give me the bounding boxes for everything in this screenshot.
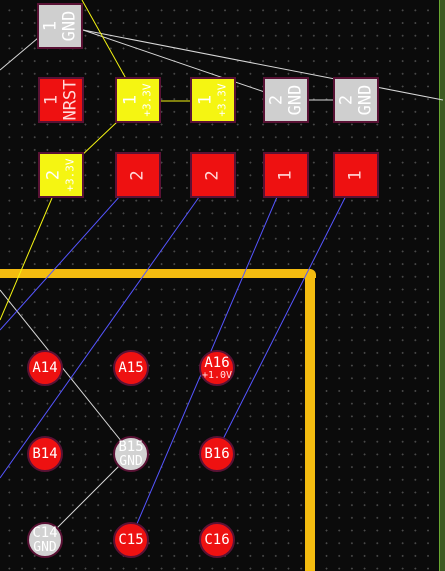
ball-net: GND [33, 540, 57, 555]
pad-number: 1 [345, 169, 366, 181]
pad-net: +3.3V [141, 83, 154, 117]
ratsnest-gnd-1 [0, 37, 39, 71]
pad-number: 1 [196, 94, 216, 106]
ratsnest-sig-1 [0, 175, 139, 331]
pad-number: 2 [336, 94, 356, 106]
pad-net: GND [355, 84, 375, 116]
pad-net: +3.3V [216, 83, 229, 117]
pad-red-2a[interactable]: 2 [115, 152, 161, 198]
pad-number: 2 [266, 94, 286, 106]
ratsnest-sig-4 [214, 175, 357, 456]
pad-net: +3.3V [64, 158, 77, 192]
pad-net: NRST [59, 79, 80, 121]
bga-ball-a14[interactable]: A14 [27, 350, 63, 386]
ball-net: GND [119, 454, 143, 469]
ratsnest-gnd-5 [0, 289, 131, 453]
board-edge [439, 0, 445, 571]
ball-name: C15 [118, 532, 144, 548]
bga-ball-b15[interactable]: B15 GND [113, 436, 149, 472]
bga-ball-b16[interactable]: B16 [199, 436, 235, 472]
pad-number: 1 [40, 94, 61, 106]
bga-ball-c16[interactable]: C16 [199, 522, 235, 558]
component-courtyard-top [0, 269, 316, 278]
pad-number: 2 [127, 169, 148, 181]
pad-3v3-b[interactable]: 1+3.3V [190, 77, 236, 123]
pad-number: 2 [202, 169, 223, 181]
ball-name: C16 [204, 532, 230, 548]
pad-number: 1 [40, 20, 60, 32]
ball-name: C14 [32, 525, 58, 541]
pad-number: 1 [275, 169, 296, 181]
pad-number: 1 [121, 94, 141, 106]
ball-name: B15 [118, 439, 144, 455]
bga-ball-b14[interactable]: B14 [27, 436, 63, 472]
ball-name: A16 [204, 354, 230, 371]
ratsnest-sig-2 [0, 175, 215, 479]
pad-red-1a[interactable]: 1 [263, 152, 309, 198]
pad-3v3-a[interactable]: 1+3.3V [115, 77, 161, 123]
bga-ball-c15[interactable]: C15 [113, 522, 149, 558]
pad-net: GND [59, 10, 79, 42]
ball-name: B14 [32, 446, 58, 462]
bga-ball-a16[interactable]: A16 +1.0V [199, 350, 235, 386]
pad-red-2b[interactable]: 2 [190, 152, 236, 198]
ball-name: A15 [118, 360, 144, 376]
pad-number: 2 [44, 169, 64, 181]
bga-ball-c14[interactable]: C14 GND [27, 522, 63, 558]
pad-3v3-c[interactable]: 2+3.3V [38, 152, 84, 198]
pad-net: GND [285, 84, 305, 116]
ball-name: A14 [32, 360, 58, 376]
component-courtyard-right [305, 269, 315, 571]
ratsnest-gnd-2 [82, 29, 289, 101]
bga-ball-a15[interactable]: A15 [113, 350, 149, 386]
pad-red-1b[interactable]: 1 [333, 152, 379, 198]
ratsnest-33v-4 [0, 197, 53, 321]
ball-name: B16 [204, 446, 230, 462]
ball-net: +1.0V [201, 369, 233, 381]
